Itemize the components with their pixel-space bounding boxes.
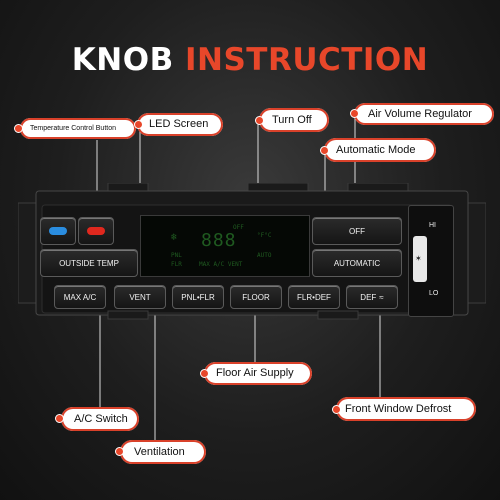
callout-dot [14,124,23,133]
lcd-mode: MAX A/C VENT [199,261,243,268]
lo-label: LO [429,290,439,297]
callout-automatic-mode: Automatic Mode [324,138,436,162]
hi-label: HI [429,222,436,229]
callout-dot [350,109,359,118]
callout-floor-air-supply: Floor Air Supply [204,362,312,385]
callout-turn-off: Turn Off [259,108,329,132]
pnl-flr-button[interactable]: PNL•FLR [172,285,224,309]
flr-def-button[interactable]: FLR•DEF [288,285,340,309]
outside-temp-button[interactable]: OUTSIDE TEMP [40,249,138,277]
fan-icon: ❄ [171,232,178,243]
callout-air-volume: Air Volume Regulator [354,103,494,125]
floor-button[interactable]: FLOOR [230,285,282,309]
slider-knob[interactable]: ✶ [413,236,427,282]
temp-down-button[interactable] [40,217,76,245]
lcd-auto: AUTO [257,252,272,259]
lcd-top-text: OFF [233,224,244,231]
lcd-temp-unit: °F°C [257,232,272,239]
led-screen: OFF ❄ 888 °F°C PNL AUTO FLR MAX A/C VENT [140,215,310,277]
blue-indicator-icon [49,227,67,235]
fan-speed-slider[interactable]: HI ✶ LO [408,205,454,317]
callout-dot [134,120,143,129]
callout-ac-switch: A/C Switch [61,407,139,431]
max-ac-button[interactable]: MAX A/C [54,285,106,309]
temp-up-button[interactable] [78,217,114,245]
red-indicator-icon [87,227,105,235]
fan-knob-icon: ✶ [415,254,422,263]
callout-dot [55,414,64,423]
climate-control-panel: OUTSIDE TEMP OFF ❄ 888 °F°C PNL AUTO FLR… [18,183,486,321]
vent-button[interactable]: VENT [114,285,166,309]
off-button[interactable]: OFF [312,217,402,245]
callout-front-defrost: Front Window Defrost [336,397,476,421]
title-part-1: KNOB [71,42,174,78]
callout-dot [255,116,264,125]
page-title: KNOB INSTRUCTION [0,42,500,78]
callout-ventilation: Ventilation [120,440,206,464]
lcd-small-2: FLR [171,261,182,268]
callout-dot [200,369,209,378]
callout-led-screen: LED Screen [137,113,223,136]
callout-dot [332,405,341,414]
def-button[interactable]: DEF ≈ [346,285,398,309]
defrost-icon: ≈ [379,292,384,302]
callout-dot [320,146,329,155]
callout-temperature-control: Temperature Control Button [20,118,136,139]
callout-dot [115,447,124,456]
title-part-2: INSTRUCTION [185,42,429,78]
lcd-small-1: PNL [171,252,182,259]
automatic-button[interactable]: AUTOMATIC [312,249,402,277]
lcd-digits: 888 [201,230,237,251]
